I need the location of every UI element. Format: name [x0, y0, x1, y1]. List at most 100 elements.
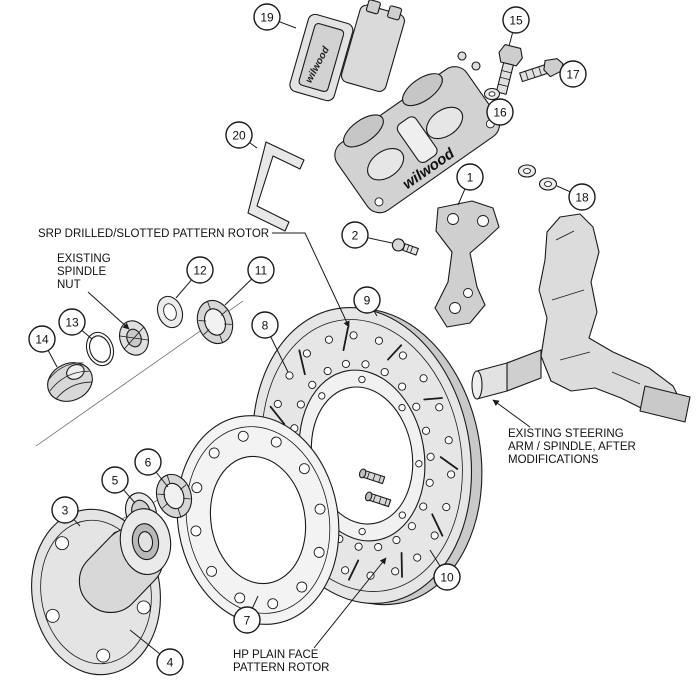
bleed-screw: [457, 51, 467, 61]
callout-6: 6: [134, 448, 169, 488]
srp-rotor-label: SRP DRILLED/SLOTTED PATTERN ROTOR: [38, 228, 269, 240]
hub-studs: [358, 468, 392, 508]
callout-leader-3: [73, 519, 81, 527]
caliper-piston-bore: [426, 106, 464, 140]
callout-number-17: 17: [566, 68, 580, 82]
callout-leader-1: [457, 189, 466, 206]
callout-20: 20: [225, 121, 258, 149]
callout-circle-9: [353, 286, 381, 314]
callout-leader-14: [47, 350, 58, 368]
caliper-mounting-bracket: [434, 200, 500, 328]
inner-bearing: [155, 473, 193, 519]
callout-circle-6: [134, 448, 162, 476]
rotor-adapter-plate: [176, 415, 340, 625]
steering-arm-leader: [492, 399, 531, 428]
callout-circle-12: [186, 256, 214, 284]
pad-retainer-clip: [247, 141, 305, 232]
callout-circle-15: [502, 6, 530, 34]
callout-leader-12: [175, 279, 192, 299]
callout-19: 19: [253, 3, 297, 31]
callout-leader-5: [123, 489, 136, 504]
callout-8: 8: [251, 311, 289, 373]
callout-number-2: 2: [352, 229, 359, 243]
callout-number-10: 10: [440, 571, 454, 585]
callout-number-9: 9: [364, 294, 371, 308]
callout-2: 2: [341, 221, 393, 249]
adapter-bolt-holes: [190, 430, 326, 610]
callout-number-7: 7: [244, 614, 251, 628]
hp-rotor-leader: [313, 557, 387, 649]
callout-7: 7: [233, 595, 261, 634]
callout-circle-10: [433, 563, 461, 591]
callout-number-18: 18: [575, 191, 589, 205]
callout-12: 12: [175, 256, 214, 299]
callout-leader-15: [508, 32, 513, 47]
callout-18: 18: [556, 183, 596, 211]
callout-number-13: 13: [65, 316, 79, 330]
callout-leader-8: [270, 336, 289, 373]
callout-1: 1: [456, 163, 484, 206]
hub-assembly: [31, 508, 172, 676]
callout-circle-13: [58, 308, 86, 336]
callout-leader-18: [556, 185, 570, 193]
callout-number-4: 4: [167, 656, 174, 670]
callout-leader-6: [156, 472, 169, 488]
callout-5: 5: [101, 466, 136, 504]
spindle-nut-leader: [87, 291, 130, 330]
callout-leader-13: [81, 330, 93, 340]
spindle-pin-base: [506, 349, 542, 392]
callout-leader-10: [429, 549, 441, 566]
o-ring: [85, 331, 115, 367]
callout-15: 15: [502, 6, 530, 47]
label-layer: SRP DRILLED/SLOTTED PATTERN ROTOR EXISTIN…: [38, 228, 636, 674]
callout-11: 11: [224, 256, 275, 306]
spindle-washer: [156, 295, 184, 329]
caliper-piston-bore: [367, 148, 405, 181]
callout-circle-3: [51, 496, 79, 524]
callout-leader-2: [368, 237, 393, 244]
callout-circle-18: [568, 183, 596, 211]
steering-knuckle-spindle: [471, 213, 691, 423]
callout-leader-19: [279, 21, 297, 29]
dust-cap: [47, 362, 93, 402]
label-leaders: [87, 232, 531, 649]
callout-circle-19: [253, 3, 281, 31]
callout-number-15: 15: [509, 14, 523, 28]
callout-4: 4: [129, 629, 184, 676]
caliper-bridge-window: [396, 116, 438, 164]
callout-leader-11: [224, 279, 252, 306]
callout-10: 10: [429, 549, 461, 591]
spindle-pin-face: [471, 370, 483, 400]
callout-number-20: 20: [232, 129, 246, 143]
callout-circle-16: [486, 98, 514, 126]
spindle-nut: [118, 320, 150, 356]
callout-number-3: 3: [62, 504, 69, 518]
callout-9: 9: [353, 286, 381, 317]
callout-circle-5: [101, 466, 129, 494]
callout-circle-11: [247, 256, 275, 284]
steering-arm-foot: [639, 385, 691, 423]
callout-number-1: 1: [467, 171, 474, 185]
callout-number-19: 19: [260, 11, 274, 25]
callout-leader-20: [249, 142, 258, 149]
callout-circle-8: [251, 311, 279, 339]
callout-leader-7: [252, 595, 259, 608]
callout-circle-7: [233, 606, 261, 634]
callout-leader-4: [129, 629, 160, 654]
callout-number-14: 14: [35, 333, 49, 347]
callout-13: 13: [58, 308, 93, 340]
bleed-screw: [471, 61, 481, 71]
callout-circle-2: [341, 221, 369, 249]
callout-circle-20: [225, 121, 253, 149]
brake-caliper: wilwood: [334, 66, 501, 214]
callout-circle-17: [559, 60, 587, 88]
callout-number-11: 11: [255, 264, 268, 278]
callout-number-8: 8: [262, 319, 269, 333]
caliper-bolt-long: [495, 43, 523, 95]
callout-number-12: 12: [193, 264, 207, 278]
